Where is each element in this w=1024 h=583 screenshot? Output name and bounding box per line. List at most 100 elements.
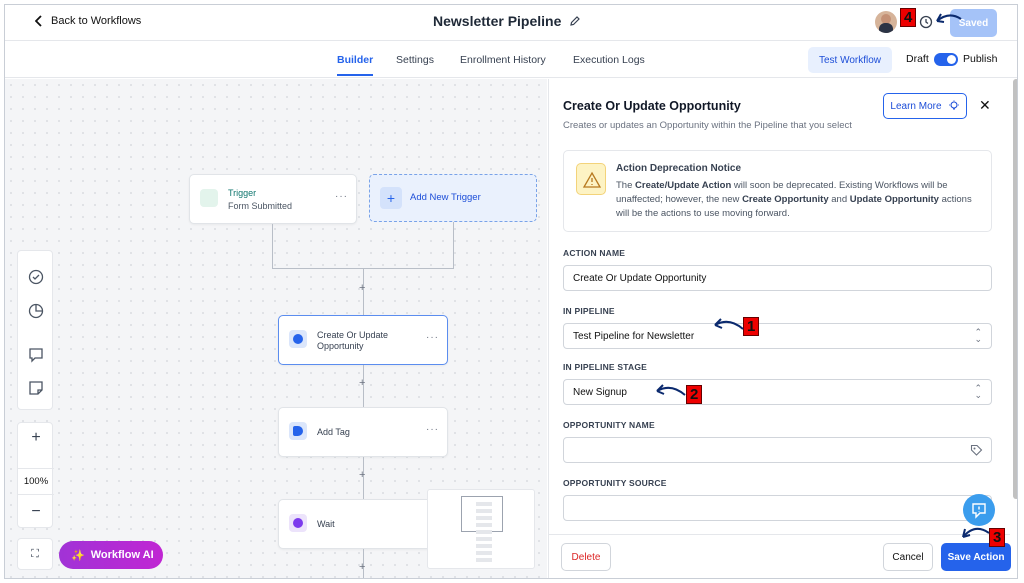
wait-label: Wait [317, 519, 335, 529]
wait-node[interactable]: Wait [278, 499, 448, 549]
add-step-plus[interactable]: + [359, 377, 366, 389]
back-to-workflows-link[interactable]: Back to Workflows [35, 15, 141, 27]
annotation-arrow-icon [962, 527, 990, 538]
close-icon[interactable]: ✕ [979, 97, 991, 113]
saved-button[interactable]: Saved [950, 9, 997, 37]
save-action-button[interactable]: Save Action [941, 543, 1011, 571]
more-options-icon[interactable]: ··· [426, 424, 439, 435]
publish-toggle[interactable] [934, 53, 958, 66]
canvas-tools [17, 250, 53, 410]
add-tag-node[interactable]: Add Tag ··· [278, 407, 448, 457]
deprecation-notice: Action Deprecation Notice The Create/Upd… [563, 150, 992, 232]
zoom-controls: + 100% − [17, 422, 54, 528]
dollar-icon [289, 330, 307, 348]
publish-label: Publish [963, 53, 998, 65]
add-step-plus[interactable]: + [359, 561, 366, 573]
history-icon[interactable] [919, 15, 933, 29]
annotation-marker: 4 [900, 8, 917, 27]
select-caret-icon: ⌃⌄ [974, 383, 982, 400]
zoom-level: 100% [18, 468, 54, 495]
panel-title: Create Or Update Opportunity [563, 99, 741, 113]
panel-footer: Delete Cancel Save Action [549, 534, 1011, 578]
opportunity-source-input[interactable] [563, 495, 992, 521]
connector [272, 224, 273, 268]
select-caret-icon: ⌃⌄ [974, 327, 982, 344]
notice-body: The Create/Update Action will soon be de… [616, 180, 972, 219]
action-node-opportunity[interactable]: Create Or Update Opportunity ··· [278, 315, 448, 365]
annotation-marker: 3 [989, 528, 1006, 547]
action-config-panel: Create Or Update Opportunity Creates or … [548, 79, 1011, 578]
clipboard-icon [200, 189, 218, 207]
tab-builder[interactable]: Builder [337, 54, 374, 76]
more-options-icon[interactable]: ··· [426, 332, 439, 343]
user-avatar[interactable] [875, 11, 897, 33]
cancel-button[interactable]: Cancel [883, 543, 933, 571]
top-bar: Back to Workflows Newsletter Pipeline Sa… [5, 5, 1017, 41]
workflow-ai-label: Workflow AI [90, 549, 154, 561]
sticky-note-icon[interactable] [27, 379, 45, 397]
sparkle-icon: ✨ [71, 549, 85, 562]
pie-chart-icon[interactable] [27, 302, 45, 320]
lightbulb-icon [948, 100, 959, 110]
add-step-plus[interactable]: + [359, 282, 366, 294]
annotation-arrow-icon [936, 13, 962, 23]
learn-more-label: Learn More [890, 100, 942, 112]
connector [363, 549, 364, 578]
app-window: Back to Workflows Newsletter Pipeline Sa… [4, 4, 1018, 579]
tab-settings[interactable]: Settings [396, 54, 434, 66]
tab-enrollment-history[interactable]: Enrollment History [460, 54, 546, 66]
zoom-in-button[interactable]: + [31, 429, 41, 446]
annotation-arrow-icon [714, 318, 744, 330]
pipeline-select[interactable]: Test Pipeline for Newsletter ⌃⌄ [563, 323, 992, 349]
stage-label: IN PIPELINE STAGE [563, 362, 648, 372]
pencil-icon[interactable] [569, 15, 581, 27]
add-trigger-label: Add New Trigger [410, 192, 481, 203]
trigger-subtitle: Form Submitted [228, 201, 293, 211]
tabs-bar: Builder Settings Enrollment History Exec… [5, 42, 1017, 78]
panel-subtitle: Creates or updates an Opportunity within… [563, 120, 852, 131]
warning-icon [576, 163, 606, 195]
trigger-node[interactable]: Trigger Form Submitted ··· [189, 174, 357, 224]
action-name-label: ACTION NAME [563, 248, 626, 258]
back-label: Back to Workflows [51, 15, 142, 27]
workflow-title-text: Newsletter Pipeline [433, 13, 562, 29]
minimap-nodes [476, 502, 492, 562]
trigger-title: Trigger [228, 188, 257, 198]
connector [363, 457, 364, 499]
more-options-icon[interactable]: ··· [335, 191, 348, 202]
draft-label: Draft [906, 53, 929, 65]
clock-icon [289, 514, 307, 532]
delete-button[interactable]: Delete [561, 543, 611, 571]
annotation-marker: 2 [686, 385, 703, 404]
chat-support-icon[interactable] [963, 494, 995, 526]
add-step-plus[interactable]: + [359, 469, 366, 481]
connector [453, 222, 454, 268]
stage-select[interactable]: New Signup ⌃⌄ [563, 379, 992, 405]
minimap[interactable] [427, 489, 535, 569]
connector [363, 268, 364, 315]
opportunity-name-input[interactable] [563, 437, 992, 463]
workflow-ai-button[interactable]: ✨ Workflow AI [59, 541, 163, 569]
add-trigger-node[interactable]: + Add New Trigger [369, 174, 537, 222]
workflow-title: Newsletter Pipeline [433, 13, 581, 29]
notice-title: Action Deprecation Notice [616, 163, 742, 174]
test-workflow-button[interactable]: Test Workflow [808, 47, 892, 73]
learn-more-button[interactable]: Learn More [883, 93, 967, 119]
fit-view-button[interactable]: ⛶ [17, 538, 53, 570]
pipeline-value: Test Pipeline for Newsletter [573, 331, 695, 342]
comment-icon[interactable] [27, 346, 45, 364]
annotation-marker: 1 [743, 317, 760, 336]
scrollbar[interactable] [1013, 79, 1017, 499]
tag-icon[interactable] [970, 444, 983, 457]
opportunity-source-label: OPPORTUNITY SOURCE [563, 478, 667, 488]
action-name-input[interactable]: Create Or Update Opportunity [563, 265, 992, 291]
annotation-arrow-icon [656, 384, 686, 396]
workflow-canvas[interactable]: + 100% − ⛶ ✨ Workflow AI Trigger Form Su… [5, 79, 547, 578]
tag-icon [289, 422, 307, 440]
tab-execution-logs[interactable]: Execution Logs [573, 54, 645, 66]
check-circle-icon[interactable] [27, 268, 45, 286]
action-node-label: Create Or Update Opportunity [317, 330, 389, 351]
zoom-out-button[interactable]: − [31, 503, 41, 520]
add-tag-label: Add Tag [317, 427, 350, 437]
plus-icon: + [380, 187, 402, 209]
